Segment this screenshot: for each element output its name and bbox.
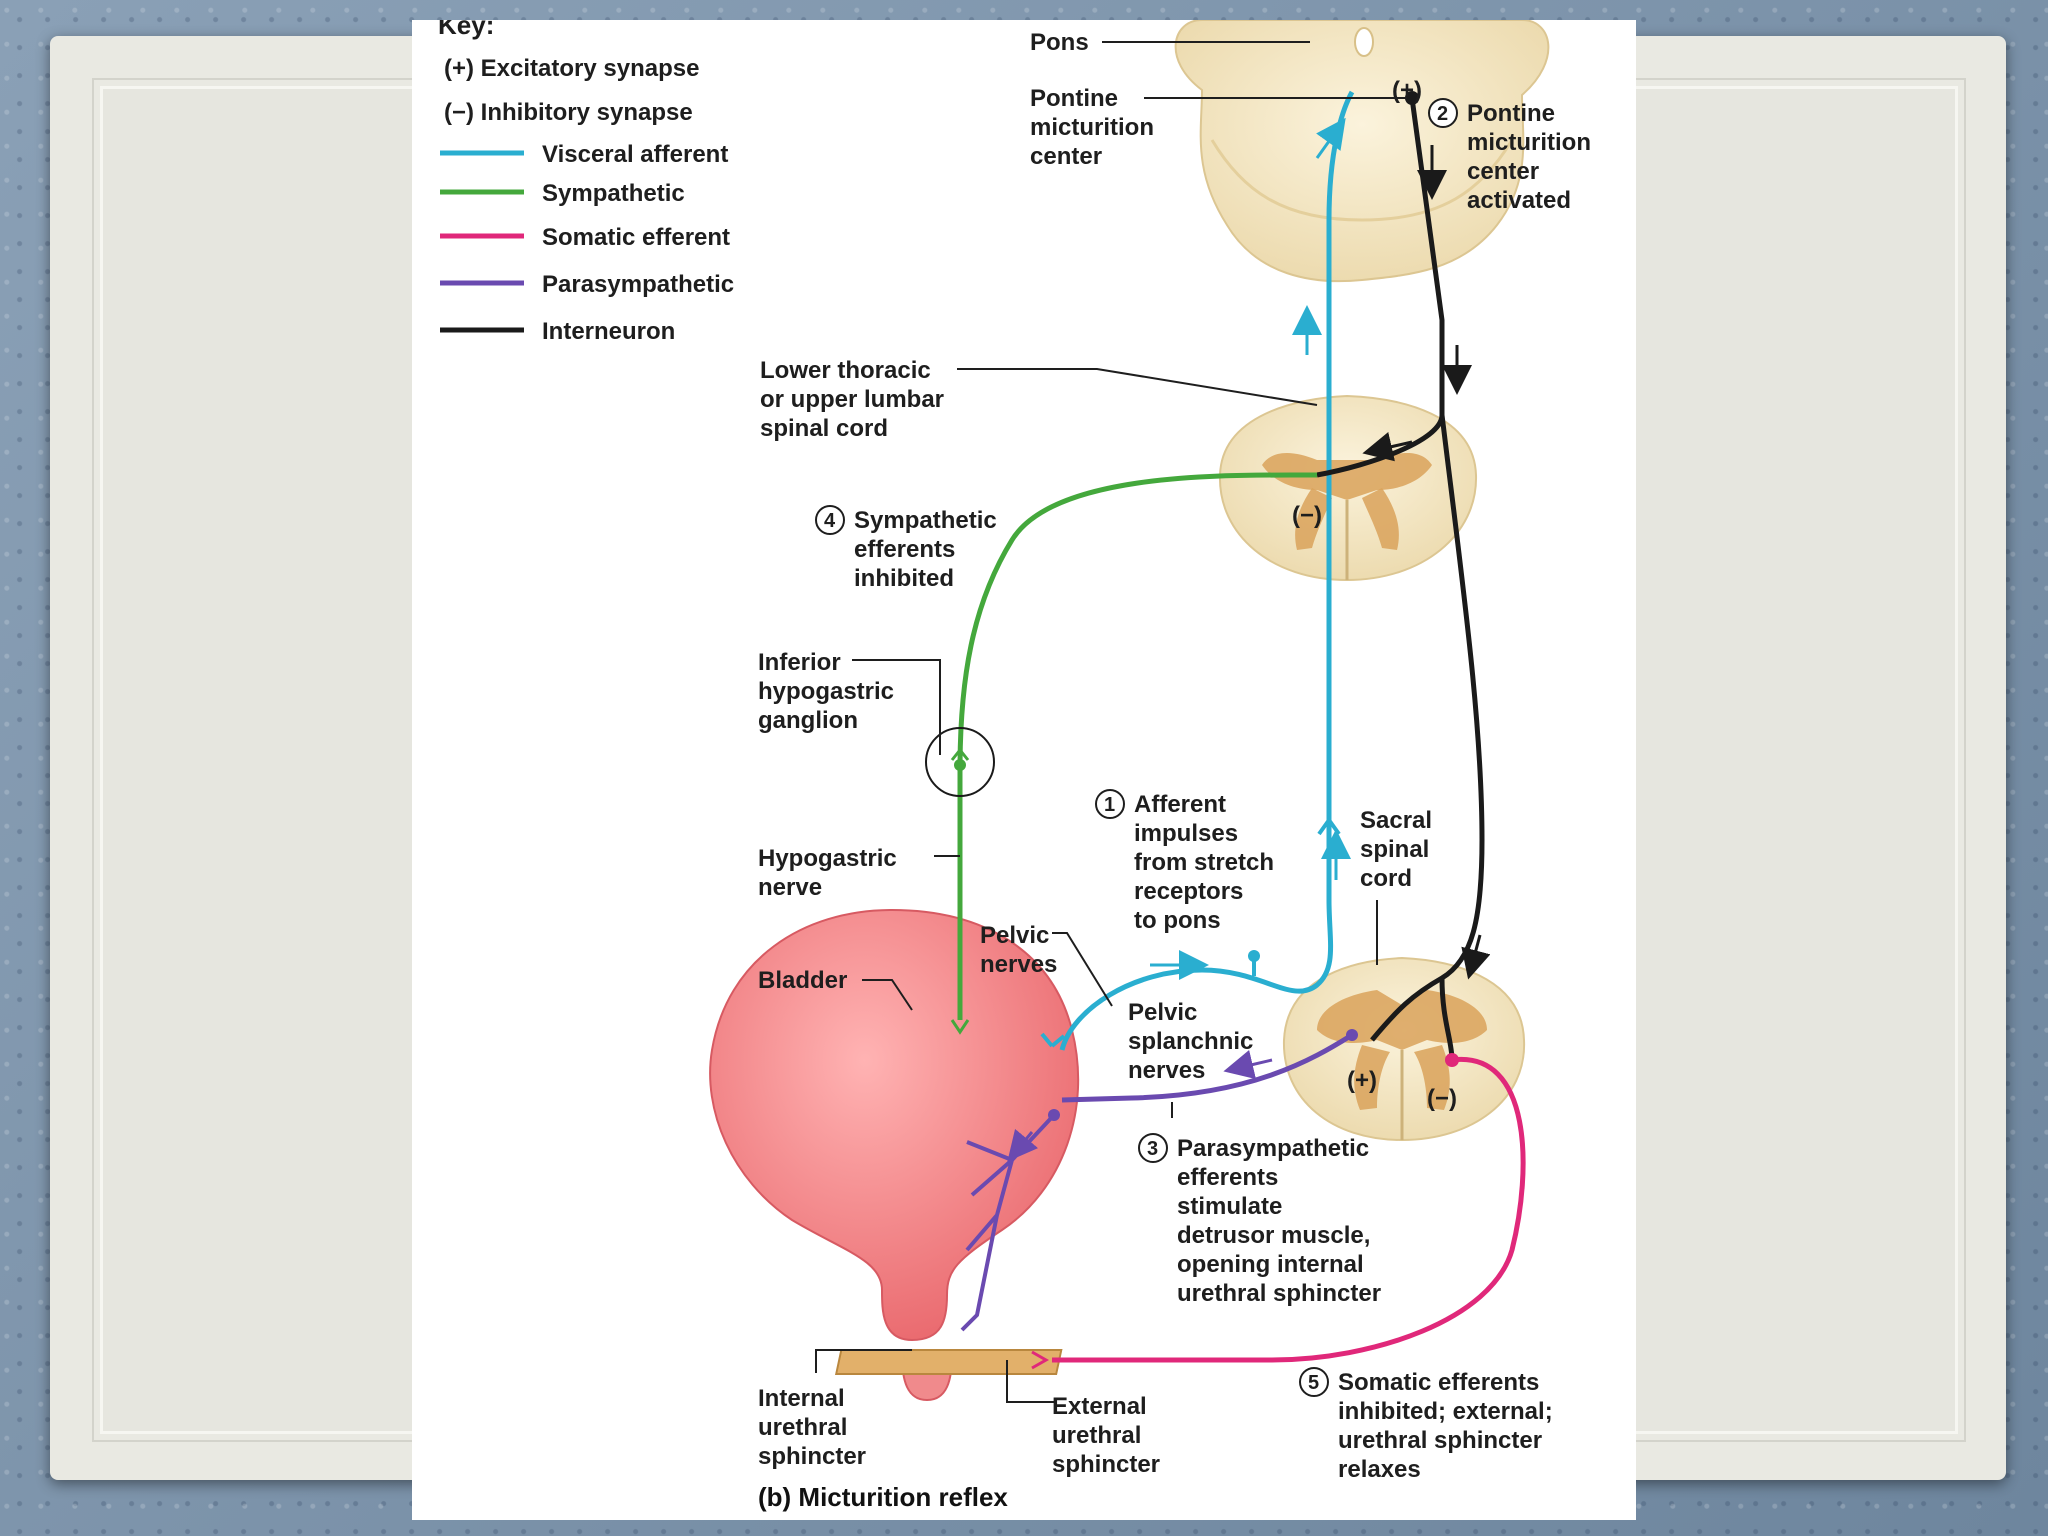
svg-text:receptors: receptors: [1134, 878, 1243, 905]
label-splanchnic-line1: Pelvic: [1128, 999, 1197, 1026]
svg-text:4: 4: [824, 510, 836, 532]
key-excitatory: (+) Excitatory synapse: [444, 55, 699, 82]
micturition-diagram: Key: (+) Excitatory synapse (−) Inhibito…: [438, 20, 1591, 1512]
svg-text:Afferent: Afferent: [1134, 791, 1226, 818]
label-internal-sphincter-line3: sphincter: [758, 1443, 866, 1470]
visceral-afferent-path: [1059, 90, 1355, 1051]
step-5: 5 Somatic efferents inhibited; external;…: [1299, 1367, 1553, 1483]
pons-excitatory-sign: (+): [1392, 77, 1422, 104]
step-4: 4 Sympathetic efferents inhibited: [815, 505, 997, 592]
label-lower-cord-line1: Lower thoracic: [760, 357, 931, 384]
bladder: [709, 908, 1080, 1402]
key-legend: Key: (+) Excitatory synapse (−) Inhibito…: [438, 20, 734, 345]
label-hypogastric-line2: nerve: [758, 874, 822, 901]
label-splanchnic-line2: splanchnic: [1128, 1028, 1253, 1055]
external-sphincter-band: [834, 1349, 1063, 1375]
svg-text:efferents: efferents: [1177, 1164, 1278, 1191]
sacral-excitatory-sign: (+): [1347, 1067, 1377, 1094]
label-pelvic-nerves-line2: nerves: [980, 951, 1057, 978]
label-pmc-line2: micturition: [1030, 114, 1154, 141]
thoracic-inhibitory-sign: (−): [1292, 502, 1322, 529]
sympathetic-path: [957, 472, 1317, 1020]
leader-lines: [815, 41, 1407, 1403]
label-sacral-line2: spinal: [1360, 836, 1429, 863]
svg-text:1: 1: [1104, 794, 1115, 816]
svg-text:inhibited: inhibited: [854, 565, 954, 592]
svg-text:2: 2: [1437, 103, 1448, 125]
sacral-cord: [1282, 956, 1526, 1142]
pons-section: [1174, 20, 1550, 283]
svg-text:efferents: efferents: [854, 536, 955, 563]
label-lower-cord-line3: spinal cord: [760, 415, 888, 442]
svg-text:detrusor muscle,: detrusor muscle,: [1177, 1222, 1370, 1249]
svg-text:urethral sphincter: urethral sphincter: [1338, 1427, 1542, 1454]
svg-text:inhibited; external;: inhibited; external;: [1338, 1398, 1553, 1425]
ganglion-circle: [925, 727, 995, 797]
svg-text:Somatic efferents: Somatic efferents: [1338, 1369, 1539, 1396]
sacral-inhibitory-sign: (−): [1427, 1085, 1457, 1112]
key-title: Key:: [438, 20, 494, 40]
label-sacral-line3: cord: [1360, 865, 1412, 892]
label-sacral-line1: Sacral: [1360, 807, 1432, 834]
svg-text:micturition: micturition: [1467, 129, 1591, 156]
svg-text:relaxes: relaxes: [1338, 1456, 1421, 1483]
svg-text:impulses: impulses: [1134, 820, 1238, 847]
figure-panel: Key: (+) Excitatory synapse (−) Inhibito…: [412, 20, 1636, 1520]
key-label-visceral: Visceral afferent: [542, 141, 728, 168]
svg-text:3: 3: [1147, 1138, 1158, 1160]
svg-text:opening internal: opening internal: [1177, 1251, 1364, 1278]
svg-text:Pontine: Pontine: [1467, 100, 1555, 127]
key-label-parasympathetic: Parasympathetic: [542, 271, 734, 298]
interneuron-arrow-sacral: [1461, 934, 1491, 980]
somatic-efferent-path: [1052, 1057, 1526, 1363]
label-pelvic-nerves-line1: Pelvic: [980, 922, 1049, 949]
label-external-sphincter-line3: sphincter: [1052, 1451, 1160, 1478]
svg-text:center: center: [1467, 158, 1539, 185]
svg-text:to pons: to pons: [1134, 907, 1221, 934]
parasympathetic-arrow: [1223, 1049, 1273, 1080]
label-ganglion-line1: Inferior: [758, 649, 841, 676]
label-internal-sphincter-line1: Internal: [758, 1385, 845, 1412]
label-hypogastric-line1: Hypogastric: [758, 845, 897, 872]
interneuron-path-sacral: [1370, 414, 1485, 1042]
svg-text:from stretch: from stretch: [1134, 849, 1274, 876]
svg-text:stimulate: stimulate: [1177, 1193, 1282, 1220]
lower-thoracic-cord: [1218, 394, 1478, 582]
step-2: 2 Pontine micturition center activated: [1428, 98, 1591, 214]
label-external-sphincter-line2: urethral: [1052, 1422, 1141, 1449]
key-label-somatic: Somatic efferent: [542, 224, 730, 251]
svg-text:5: 5: [1308, 1372, 1319, 1394]
label-internal-sphincter-line2: urethral: [758, 1414, 847, 1441]
label-ganglion-line2: hypogastric: [758, 678, 894, 705]
label-pmc-line1: Pontine: [1030, 85, 1118, 112]
svg-text:activated: activated: [1467, 187, 1571, 214]
label-lower-cord-line2: or upper lumbar: [760, 386, 944, 413]
interneuron-arrow-thoracic: [1362, 432, 1413, 462]
label-splanchnic-line3: nerves: [1128, 1057, 1205, 1084]
parasympathetic-pre-path: [1061, 1032, 1354, 1103]
key-label-interneuron: Interneuron: [542, 318, 675, 345]
key-inhibitory: (−) Inhibitory synapse: [444, 99, 693, 126]
label-bladder: Bladder: [758, 967, 847, 994]
pmc-synapse-dot: [1405, 91, 1419, 105]
step-1: 1 Afferent impulses from stretch recepto…: [1095, 789, 1274, 934]
svg-text:Sympathetic: Sympathetic: [854, 507, 997, 534]
figure-caption: (b) Micturition reflex: [758, 1482, 1008, 1512]
svg-text:Parasympathetic: Parasympathetic: [1177, 1135, 1369, 1162]
label-external-sphincter-line1: External: [1052, 1393, 1147, 1420]
label-pons: Pons: [1030, 29, 1089, 56]
key-label-sympathetic: Sympathetic: [542, 180, 685, 207]
step-3: 3 Parasympathetic efferents stimulate de…: [1138, 1133, 1381, 1307]
svg-text:urethral sphincter: urethral sphincter: [1177, 1280, 1381, 1307]
afferent-arrow-pons: [1315, 117, 1346, 159]
label-pmc-line3: center: [1030, 143, 1102, 170]
label-ganglion-line3: ganglion: [758, 707, 858, 734]
